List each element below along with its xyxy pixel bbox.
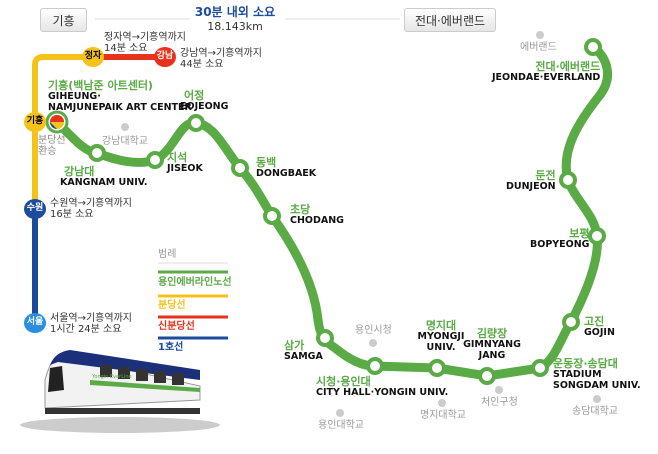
seoul-badge[interactable]: 서울	[24, 313, 46, 333]
seoul-note: 서울역→기흥역까지 1시간 24분 소요	[50, 313, 132, 335]
station-stop-icon[interactable]	[187, 114, 205, 132]
landmark-dot	[495, 386, 503, 394]
suwon-badge[interactable]: 수원	[24, 199, 46, 219]
legend-everline: 용인에버라인노선	[158, 277, 232, 288]
legend-title: 범례	[158, 249, 177, 260]
legend-line1: 1호선	[158, 342, 184, 353]
gangnam-badge[interactable]: 강남	[154, 47, 176, 67]
train-logo: Yongin EverLine	[91, 374, 132, 380]
station-stop-icon[interactable]	[531, 359, 549, 377]
landmark-kangnam-univ: 강남대학교	[102, 136, 148, 147]
landmark-yongin-univ: 용인대학교	[318, 420, 364, 431]
station-stop-icon[interactable]	[428, 359, 446, 377]
station-stop-icon[interactable]	[588, 227, 606, 245]
station-stop-icon[interactable]	[478, 367, 496, 385]
station-stop-icon[interactable]	[562, 313, 580, 331]
duration: 30분 내외 소요	[194, 5, 276, 19]
end-station-button[interactable]: 전대·에버랜드	[404, 8, 496, 32]
distance: 18.143km	[207, 20, 263, 33]
station-stop-icon[interactable]	[88, 144, 106, 162]
station-label-giheung[interactable]: 기흥(백남준 아트센터)GIHEUNG· NAMJUNEPAIK ART CEN…	[48, 79, 192, 113]
landmark-dot	[336, 409, 344, 417]
legend-bundang: 분당선	[158, 300, 186, 311]
legend-shinbundang: 신분당선	[158, 321, 195, 332]
landmark-dot	[121, 123, 129, 131]
landmark-everland: 에버랜드	[520, 42, 557, 53]
station-stop-icon[interactable]	[231, 159, 249, 177]
legend-swatches	[158, 262, 228, 340]
station-stop-icon[interactable]	[316, 329, 334, 347]
landmark-dot	[536, 31, 544, 39]
bundang-segment	[32, 54, 93, 209]
station-stop-icon[interactable]	[146, 151, 164, 169]
station-stop-icon[interactable]	[559, 171, 577, 189]
jeongja-badge[interactable]: 정자	[82, 47, 104, 67]
station-stop-icon[interactable]	[263, 207, 281, 225]
landmark-myongji-univ: 명지대학교	[420, 410, 466, 421]
landmark-dot	[593, 395, 601, 403]
landmark-dot	[438, 399, 446, 407]
suwon-note: 수원역→기흥역까지 16분 소요	[50, 198, 132, 220]
landmark-cheoin-office: 처인구청	[481, 397, 518, 408]
landmark-dot	[369, 339, 377, 347]
jeongja-note: 정자역→기흥역까지 14분 소요	[104, 32, 186, 54]
train-image: Yongin EverLine	[20, 350, 220, 433]
station-stop-icon[interactable]	[366, 357, 384, 375]
bundang-transfer-note: 분당선 환승	[38, 135, 66, 157]
gangnam-note: 강남역→기흥역까지 44분 소요	[180, 48, 262, 70]
start-station-button[interactable]: 기흥	[40, 8, 87, 32]
station-stop-icon[interactable]	[584, 38, 602, 56]
landmark-yongin-cityhall: 용인시청	[355, 325, 392, 336]
landmark-songdam-college: 송담대학교	[572, 406, 618, 417]
giheung-badge[interactable]: 기흥	[24, 112, 46, 132]
